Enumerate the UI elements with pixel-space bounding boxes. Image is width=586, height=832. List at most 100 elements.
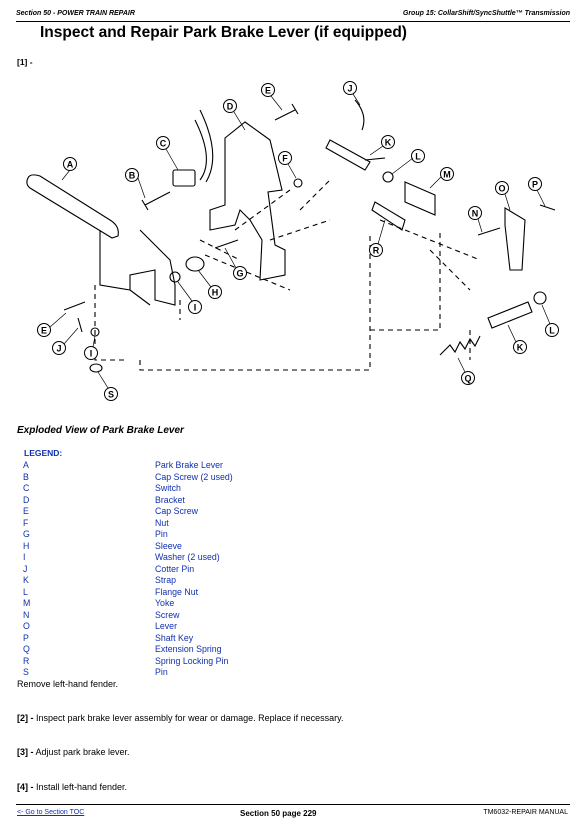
legend-title: LEGEND:: [24, 448, 63, 458]
footer-divider: [16, 804, 570, 805]
legend-label: Extension Spring: [155, 644, 222, 654]
legend-item: A Park Brake Lever: [23, 460, 283, 472]
svg-text:G: G: [236, 269, 243, 279]
callout-j-top: J: [343, 81, 357, 95]
callout-i-left: I: [84, 346, 98, 360]
legend-label: Sleeve: [155, 540, 182, 551]
legend-key: I: [23, 552, 26, 562]
legend-key: H: [23, 540, 30, 551]
svg-text:I: I: [90, 349, 93, 359]
legend-item: F Nut: [23, 518, 283, 530]
header-section: Section 50 - POWER TRAIN REPAIR: [16, 10, 135, 17]
step-1-label: [1] -: [17, 57, 33, 67]
legend-label: Park Brake Lever: [155, 460, 223, 470]
legend-key: L: [23, 586, 28, 597]
callout-k-lower: K: [513, 340, 527, 354]
svg-text:F: F: [282, 154, 288, 164]
callout-r: R: [369, 243, 383, 257]
legend-item: M Yoke: [23, 598, 283, 610]
page-title: Inspect and Repair Park Brake Lever (if …: [40, 24, 407, 41]
strap-lower-drawing: [487, 301, 533, 329]
pin-g-drawing: [214, 239, 239, 249]
svg-text:A: A: [67, 160, 74, 170]
legend-item: L Flange Nut: [23, 587, 283, 599]
legend-item: O Lever: [23, 621, 283, 633]
svg-text:B: B: [129, 171, 136, 181]
legend-item: G Pin: [23, 529, 283, 541]
svg-text:R: R: [373, 246, 380, 256]
legend-label: Yoke: [155, 598, 175, 608]
legend-key: R: [23, 655, 30, 666]
svg-text:E: E: [265, 86, 271, 96]
step-3: [3] - Adjust park brake lever.: [17, 747, 130, 757]
callout-d: D: [223, 99, 237, 113]
callout-k-top: K: [381, 135, 395, 149]
legend-key: B: [23, 471, 29, 482]
page-number: Section 50 page 229: [240, 809, 317, 818]
legend-key: K: [23, 575, 29, 585]
step-label: [3] -: [17, 747, 34, 757]
svg-text:H: H: [212, 288, 219, 298]
callout-f: F: [278, 151, 292, 165]
legend-key: G: [23, 529, 30, 539]
svg-text:K: K: [517, 343, 524, 353]
step-4: [4] - Install left-hand fender.: [17, 782, 127, 792]
svg-text:Q: Q: [464, 374, 471, 384]
section-toc-link[interactable]: <- Go to Section TOC: [17, 809, 85, 816]
svg-text:L: L: [415, 152, 421, 162]
callout-q: Q: [461, 371, 475, 385]
callout-s: S: [104, 387, 118, 401]
svg-text:L: L: [549, 326, 555, 336]
callout-l-lower: L: [545, 323, 559, 337]
spring-locking-pin-drawing: [371, 201, 406, 231]
legend-key: P: [23, 632, 29, 643]
leader-lines: [49, 93, 551, 389]
legend-key: M: [23, 598, 31, 608]
callout-n: N: [468, 206, 482, 220]
screw-n-drawing: [477, 227, 501, 236]
legend-key: A: [23, 460, 29, 470]
callout-p: P: [528, 177, 542, 191]
svg-text:J: J: [56, 344, 61, 354]
svg-text:N: N: [472, 209, 479, 219]
svg-text:O: O: [498, 184, 505, 194]
callout-a: A: [63, 157, 77, 171]
legend-label: Flange Nut: [155, 586, 199, 597]
callout-g: G: [233, 266, 247, 280]
legend-key: O: [23, 621, 30, 631]
legend-label: Pin: [155, 529, 168, 539]
legend-label: Lever: [155, 621, 178, 631]
washer-drawing: [169, 271, 181, 283]
svg-text:D: D: [227, 102, 234, 112]
cotter-pin-drawing: [354, 99, 365, 131]
header-divider: [16, 21, 570, 22]
legend-label: Nut: [155, 517, 169, 528]
figure-caption: Exploded View of Park Brake Lever: [17, 425, 184, 436]
step-text: Remove left-hand fender.: [17, 679, 119, 689]
flange-nut-drawing: [382, 171, 394, 183]
svg-text:K: K: [385, 138, 392, 148]
svg-text:C: C: [160, 139, 167, 149]
step-label: [2] -: [17, 713, 34, 723]
legend-key: Q: [23, 644, 30, 654]
legend-item: H Sleeve: [23, 541, 283, 553]
yoke-drawing: [404, 181, 436, 216]
legend-key: C: [23, 483, 30, 493]
callout-h: H: [208, 285, 222, 299]
legend-item: Q Extension Spring: [23, 644, 283, 656]
manual-id: TM6032-REPAIR MANUAL: [483, 809, 568, 816]
pin-s-drawing: [89, 363, 103, 373]
step-text: Adjust park brake lever.: [33, 747, 130, 757]
legend-key: F: [23, 517, 29, 528]
switch-drawing: [172, 109, 214, 187]
step-remove-fender: Remove left-hand fender.: [17, 679, 118, 689]
